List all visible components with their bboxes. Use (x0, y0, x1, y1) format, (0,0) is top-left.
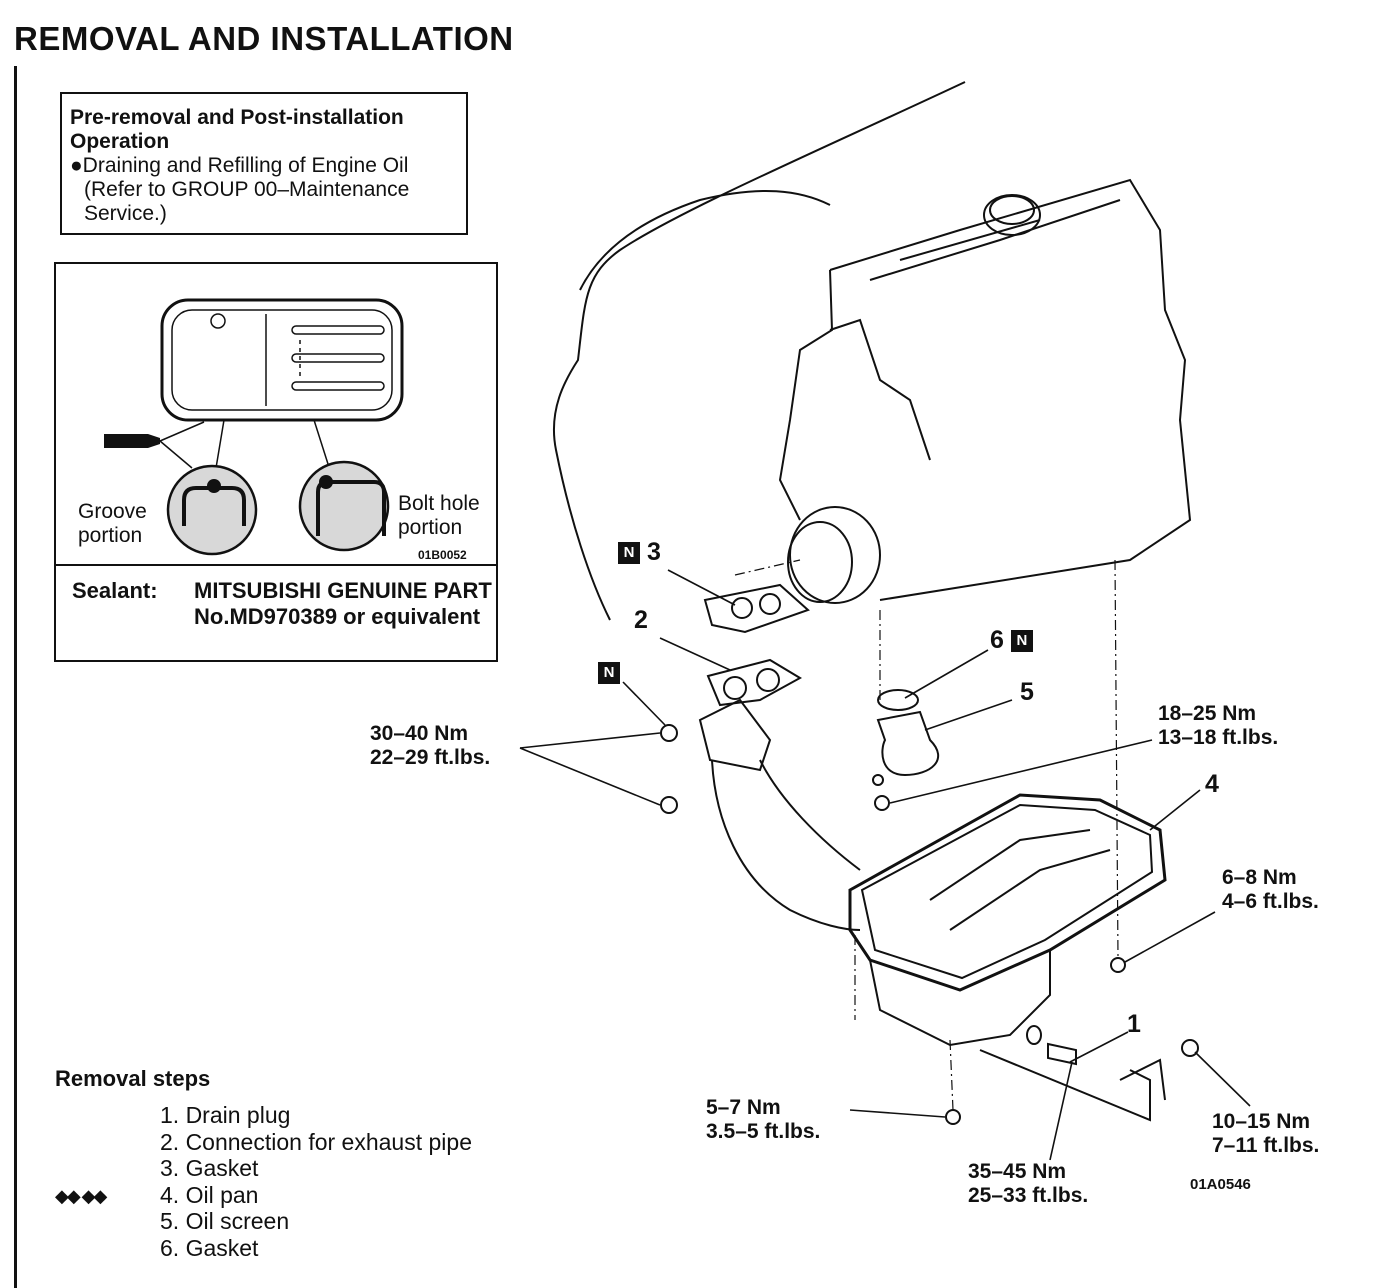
callout-3: N 3 (618, 538, 661, 567)
pre-removal-box: Pre-removal and Post-installation Operat… (60, 92, 468, 235)
sealant-value: MITSUBISHI GENUINE PART No.MD970389 or e… (194, 578, 492, 629)
sealant-divider (56, 564, 496, 566)
sealant-spec: Sealant: MITSUBISHI GENUINE PART No.MD970… (72, 578, 494, 630)
bolt-hole-portion-label: Bolt hole portion (398, 492, 480, 539)
callout-1: 1 (1127, 1010, 1141, 1038)
callout-5: 5 (1020, 678, 1034, 706)
pre-removal-reference-2: Service.) (84, 202, 167, 225)
pre-removal-heading: Pre-removal and Post-installation (70, 106, 404, 129)
list-item: 5. Oil screen (160, 1208, 290, 1234)
callout-4: 4 (1205, 770, 1219, 798)
sealant-box: Groove portion Bolt hole portion 01B0052… (54, 262, 498, 662)
page-title: REMOVAL AND INSTALLATION (14, 20, 514, 57)
pre-removal-item: ●Draining and Refilling of Engine Oil (70, 154, 409, 177)
figure-code: 01A0546 (1190, 1176, 1251, 1193)
list-item: 6. Gasket (160, 1234, 259, 1261)
list-item: 3. Gasket (160, 1155, 259, 1181)
list-item: 2. Connection for exhaust pipe (160, 1128, 472, 1155)
removal-steps-list: 1. Drain plug 2. Connection for exhaust … (160, 1102, 472, 1261)
list-item: 4. Oil pan (160, 1181, 259, 1208)
sealant-figure-code: 01B0052 (418, 548, 467, 562)
list-item: 1. Drain plug (160, 1102, 291, 1128)
callout-2: 2 (634, 606, 648, 634)
installation-marker-icon: ◆◆ ◆◆ (55, 1186, 107, 1206)
left-margin-rule (14, 66, 17, 1288)
pre-removal-heading-2: Operation (70, 130, 170, 153)
callout-6: 6 N (990, 626, 1033, 655)
removal-steps-heading: Removal steps (55, 1066, 211, 1091)
sealant-label: Sealant: (72, 578, 158, 603)
groove-portion-label: Groove portion (78, 500, 147, 547)
callout-new-part-bolt: N (598, 658, 620, 687)
pre-removal-reference: (Refer to GROUP 00–Maintenance (84, 178, 410, 201)
sealant-pan-illustration (104, 298, 404, 556)
